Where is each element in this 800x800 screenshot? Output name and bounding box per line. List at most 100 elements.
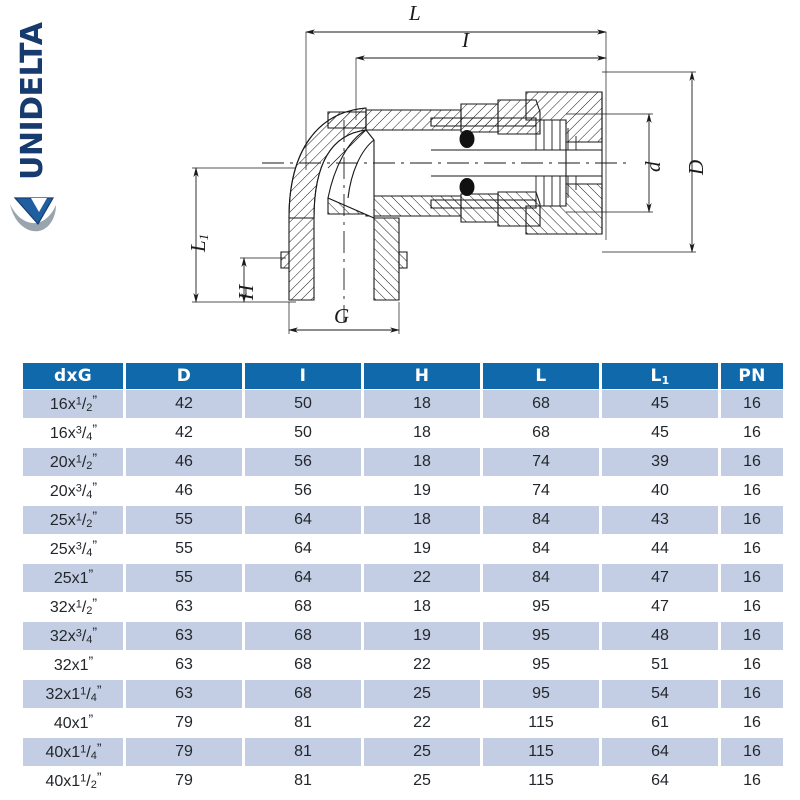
cell-l: 74	[532, 482, 550, 499]
cell-h: 25	[364, 738, 480, 766]
cell-i: 81	[245, 738, 361, 766]
cell-i: 68	[294, 656, 312, 673]
cell-size: 25x1/2”	[23, 506, 123, 534]
cell-d: 46	[175, 482, 193, 499]
cell-pn: 16	[743, 772, 761, 789]
cell-i: 68	[294, 598, 312, 615]
cell-i: 50	[245, 390, 361, 418]
dim-label-H: H	[234, 284, 258, 300]
column-header-l: L	[483, 363, 599, 389]
cell-l1: 40	[651, 482, 669, 499]
cell-l: 68	[483, 390, 599, 418]
column-header-pn: PN	[721, 363, 783, 389]
cell-l1: 45	[651, 424, 669, 441]
cell-i: 81	[294, 772, 312, 789]
cell-pn: 16	[743, 656, 761, 673]
column-header-i: I	[245, 363, 361, 389]
dim-label-G: G	[334, 304, 350, 328]
cell-size: 40x11/2”	[45, 769, 101, 792]
cell-size: 32x1/2”	[49, 595, 97, 618]
cell-l: 95	[483, 680, 599, 708]
cell-l1: 47	[651, 598, 669, 615]
cell-d: 79	[175, 772, 193, 789]
cell-pn: 16	[743, 598, 761, 615]
cell-pn: 16	[721, 564, 783, 592]
cell-i: 81	[294, 714, 312, 731]
cell-size: 25x1”	[23, 564, 123, 592]
cell-l1: 39	[602, 448, 718, 476]
cell-h: 22	[413, 714, 431, 731]
cell-h: 22	[364, 564, 480, 592]
cell-size: 40x11/4”	[23, 738, 123, 766]
column-header-d: D	[126, 363, 242, 389]
cell-size: 40x1”	[53, 711, 93, 733]
cell-d: 63	[126, 622, 242, 650]
cell-d: 79	[175, 714, 193, 731]
column-header-dxg: dxG	[23, 363, 123, 389]
dim-label-L: L	[409, 1, 421, 25]
technical-drawing: L I D d L1 H G	[66, 0, 800, 358]
cell-l1: 47	[602, 564, 718, 592]
cell-i: 64	[245, 564, 361, 592]
cell-pn: 16	[721, 448, 783, 476]
cell-d: 63	[175, 656, 193, 673]
cell-size: 32x1”	[53, 653, 93, 675]
cell-l: 95	[483, 622, 599, 650]
cell-h: 19	[413, 540, 431, 557]
cell-h: 25	[413, 772, 431, 789]
brand-name: UNIDELTA	[15, 22, 50, 180]
cell-l1: 61	[651, 714, 669, 731]
elbow-fitting-cross-section	[192, 29, 696, 334]
cell-i: 64	[294, 540, 312, 557]
cell-h: 22	[413, 656, 431, 673]
cell-l1: 44	[651, 540, 669, 557]
cell-size: 32x3/4”	[23, 622, 123, 650]
cell-d: 63	[175, 598, 193, 615]
cell-h: 18	[413, 598, 431, 615]
cell-d: 63	[126, 680, 242, 708]
cell-d: 55	[175, 540, 193, 557]
cell-pn: 16	[721, 390, 783, 418]
cell-pn: 16	[743, 540, 761, 557]
cell-h: 18	[364, 390, 480, 418]
delta-logo-icon	[8, 182, 58, 234]
cell-i: 64	[245, 506, 361, 534]
cell-l: 74	[483, 448, 599, 476]
cell-d: 46	[126, 448, 242, 476]
cell-i: 50	[294, 424, 312, 441]
cell-pn: 16	[721, 738, 783, 766]
cell-h: 25	[364, 680, 480, 708]
cell-pn: 16	[743, 424, 761, 441]
cell-size: 32x11/4”	[23, 680, 123, 708]
cell-h: 18	[364, 506, 480, 534]
cell-l1: 45	[602, 390, 718, 418]
cell-d: 79	[126, 738, 242, 766]
cell-l: 95	[532, 656, 550, 673]
cell-l1: 48	[602, 622, 718, 650]
cell-l1: 64	[651, 772, 669, 789]
cell-l1: 43	[602, 506, 718, 534]
cell-l: 84	[483, 564, 599, 592]
cell-pn: 16	[721, 622, 783, 650]
dim-label-L1: L1	[186, 233, 211, 252]
cell-d: 42	[126, 390, 242, 418]
cell-i: 56	[245, 448, 361, 476]
cell-i: 68	[245, 680, 361, 708]
cell-l: 68	[532, 424, 550, 441]
cell-d: 55	[126, 506, 242, 534]
